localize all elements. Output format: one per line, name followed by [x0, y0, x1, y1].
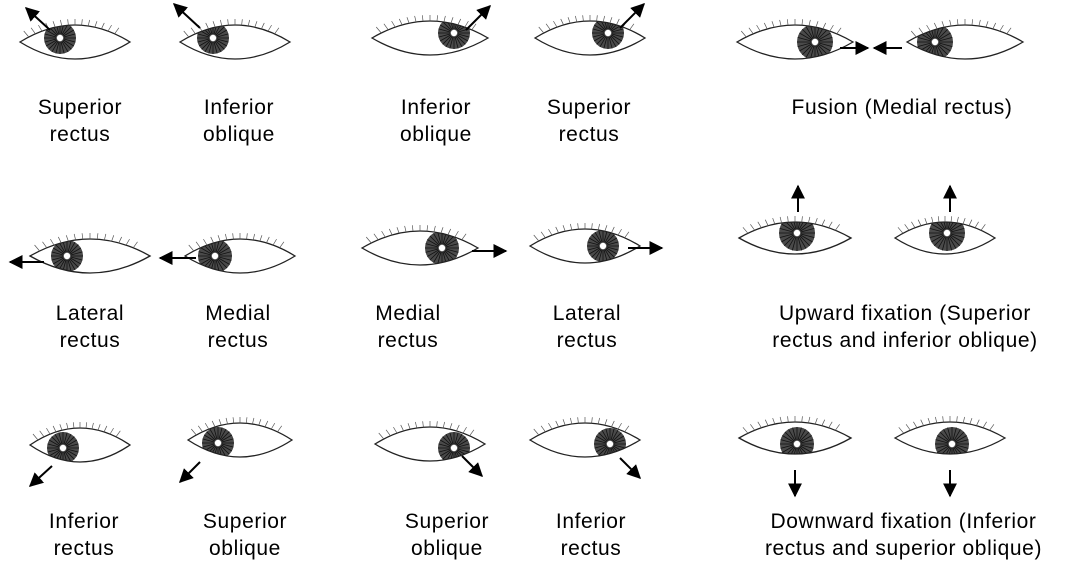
label-line2: rectus: [531, 535, 651, 562]
label-superior-oblique-r3a: Superior oblique: [185, 508, 305, 562]
label-inferior-rectus-r3a: Inferior rectus: [24, 508, 144, 562]
label-line1: Inferior: [179, 94, 299, 121]
label-superior-rectus-r1a: Superior rectus: [20, 94, 140, 148]
label-line2: rectus and inferior oblique): [745, 327, 1065, 354]
label-line1: Upward fixation (Superior: [745, 300, 1065, 327]
label-line1: Lateral: [30, 300, 150, 327]
label-line1: Superior: [20, 94, 140, 121]
arrow-r3-3: [462, 456, 482, 476]
eye-r1-1: [20, 19, 130, 59]
arrow-r3-4: [620, 458, 640, 478]
label-line1: Inferior: [24, 508, 144, 535]
eye-r2-3: [362, 225, 478, 265]
label-superior-rectus-r1b: Superior rectus: [529, 94, 649, 148]
label-line1: Superior: [529, 94, 649, 121]
arrow-r3-2: [180, 462, 200, 482]
label-line2: rectus: [20, 121, 140, 148]
label-line2: oblique: [376, 121, 496, 148]
eye-r1-3: [372, 15, 488, 55]
label-line2: oblique: [179, 121, 299, 148]
label-line2: rectus: [30, 327, 150, 354]
eye-r2-5: [739, 215, 851, 254]
eye-r3-3: [375, 421, 485, 464]
eye-r1-4: [535, 15, 645, 55]
label-line1: Medial: [178, 300, 298, 327]
label-lateral-rectus-r2a: Lateral rectus: [30, 300, 150, 354]
label-inferior-rectus-r3b: Inferior rectus: [531, 508, 651, 562]
arrow-r1-2: [174, 4, 200, 28]
label-line1: Superior: [185, 508, 305, 535]
arrow-r1-3: [466, 6, 490, 30]
label-line2: rectus and superior oblique): [740, 535, 1067, 562]
label-line1: Lateral: [527, 300, 647, 327]
label-superior-oblique-r3b: Superior oblique: [387, 508, 507, 562]
label-line2: oblique: [387, 535, 507, 562]
eye-r3-2: [188, 417, 292, 459]
label-medial-rectus-r2b: Medial rectus: [348, 300, 468, 354]
eye-r3-5: [739, 416, 851, 461]
label-line1: Fusion (Medial rectus): [752, 94, 1052, 121]
label-line1: Inferior: [376, 94, 496, 121]
label-line2: rectus: [178, 327, 298, 354]
label-line2: oblique: [185, 535, 305, 562]
arrow-r1-4: [620, 4, 644, 28]
label-downward-fixation: Downward fixation (Inferior rectus and s…: [740, 508, 1067, 562]
eye-r2-6: [895, 215, 995, 254]
label-line2: rectus: [527, 327, 647, 354]
label-fusion: Fusion (Medial rectus): [752, 94, 1052, 121]
eye-r2-4: [530, 223, 640, 263]
label-medial-rectus-r2a: Medial rectus: [178, 300, 298, 354]
label-line1: Medial: [348, 300, 468, 327]
label-line1: Superior: [387, 508, 507, 535]
label-line1: Downward fixation (Inferior: [740, 508, 1067, 535]
label-lateral-rectus-r2b: Lateral rectus: [527, 300, 647, 354]
label-inferior-oblique-r1b: Inferior oblique: [376, 94, 496, 148]
eye-r3-4: [530, 417, 640, 460]
eye-r3-1: [30, 422, 130, 464]
label-line1: Inferior: [531, 508, 651, 535]
label-line2: rectus: [529, 121, 649, 148]
label-inferior-oblique-r1a: Inferior oblique: [179, 94, 299, 148]
label-upward-fixation: Upward fixation (Superior rectus and inf…: [745, 300, 1065, 354]
eye-r2-2: [185, 233, 295, 273]
eye-r1-6: [907, 19, 1023, 60]
arrow-r1-1: [26, 8, 50, 30]
arrow-r3-1: [30, 466, 52, 486]
eye-r1-5: [737, 19, 853, 60]
eye-r2-1: [30, 233, 150, 273]
eye-r3-6: [895, 416, 1005, 461]
label-line2: rectus: [348, 327, 468, 354]
label-line2: rectus: [24, 535, 144, 562]
